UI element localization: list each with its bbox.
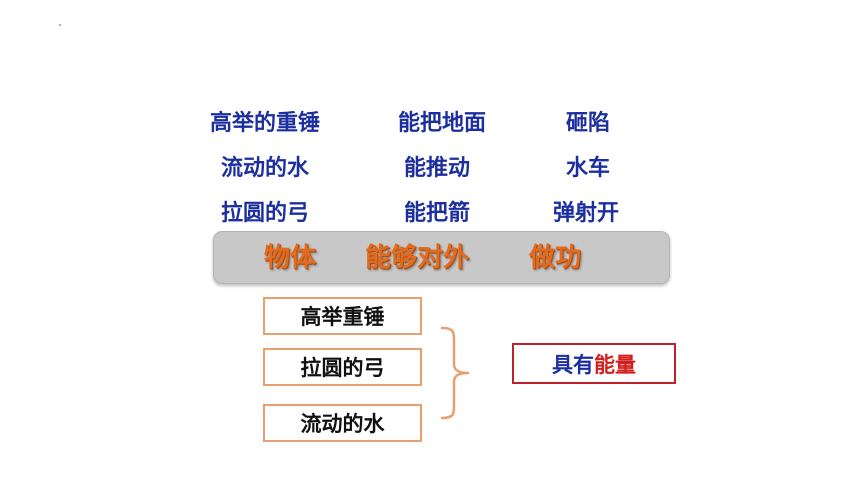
grid-cell-action-2: 能推动 <box>403 156 471 181</box>
slide-dot-mark <box>59 24 61 26</box>
grid-cell-subject-3: 拉圆的弓 <box>220 201 310 226</box>
result-prefix: 具有 <box>552 352 594 377</box>
result-highlight-energy: 能量 <box>594 352 636 377</box>
grid-cell-subject-2: 流动的水 <box>220 156 310 181</box>
grid-cell-action-1: 能把地面 <box>397 111 487 136</box>
example-box-drawn-bow: 拉圆的弓 <box>263 348 422 386</box>
banner-word-can-external: 能够对外 <box>365 243 470 273</box>
grid-cell-subject-1: 高举的重锤 <box>209 111 321 136</box>
grid-cell-result-3: 弹射开 <box>552 201 620 226</box>
banner-word-do-work: 做功 <box>529 243 582 273</box>
grid-cell-result-1: 砸陷 <box>565 111 611 136</box>
grid-cell-action-3: 能把箭 <box>403 201 471 226</box>
right-brace-icon <box>440 326 470 420</box>
example-box-raised-hammer: 高举重锤 <box>263 297 422 335</box>
summary-banner <box>213 231 670 284</box>
example-box-flowing-water: 流动的水 <box>263 404 422 442</box>
banner-word-object: 物体 <box>264 243 317 273</box>
grid-cell-result-2: 水车 <box>565 156 611 181</box>
result-box-has-energy: 具有能量 <box>512 343 676 384</box>
